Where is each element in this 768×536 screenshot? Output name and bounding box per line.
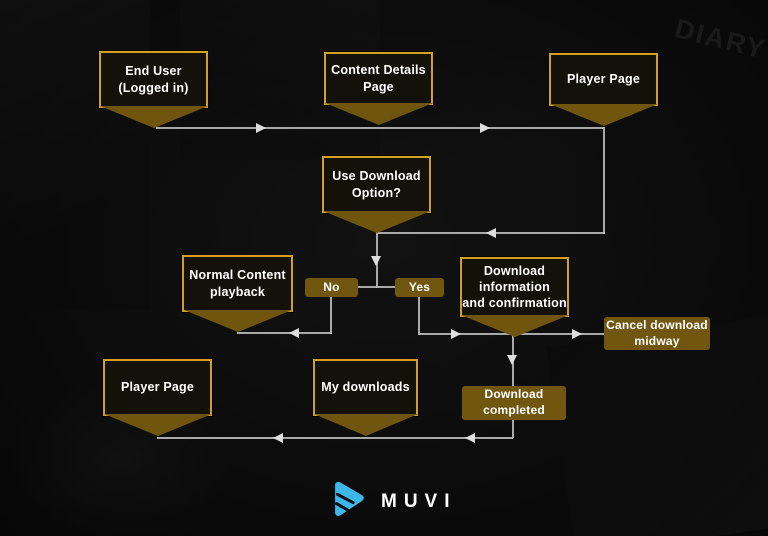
node-label: My downloads xyxy=(321,380,410,395)
node-label: Cancel download midway xyxy=(606,317,708,348)
node-player-page-bottom: Player Page xyxy=(103,359,212,436)
node-my-downloads: My downloads xyxy=(313,359,418,436)
arrow-right-icon xyxy=(480,123,490,133)
node-normal-content-playback: Normal Content playback xyxy=(182,255,293,332)
flow-connector xyxy=(603,127,605,234)
flow-connector xyxy=(418,295,420,335)
flow-connector xyxy=(156,127,604,129)
node-label: Download completed xyxy=(483,387,545,417)
flow-connector xyxy=(357,286,395,288)
muvi-logo: MUVI xyxy=(330,478,457,518)
node-label: Player Page xyxy=(120,380,195,395)
node-pointer xyxy=(183,310,292,332)
node-pointer xyxy=(313,414,418,436)
node-end-user: End User (Logged in) xyxy=(99,51,208,128)
node-pointer xyxy=(322,211,431,233)
node-download-information: Download information and confirmation xyxy=(460,257,569,337)
node-label: Player Page xyxy=(566,72,641,87)
node-label: End User (Logged in) xyxy=(118,64,189,95)
node-label: Download information and confirmation xyxy=(462,263,567,311)
node-pointer xyxy=(99,106,208,128)
arrow-right-icon xyxy=(572,329,582,339)
node-label: Yes xyxy=(408,279,431,294)
node-use-download-option: Use Download Option? xyxy=(322,156,431,233)
arrow-right-icon xyxy=(256,123,266,133)
arrow-left-icon xyxy=(486,228,496,238)
node-download-completed: Download completed xyxy=(462,386,566,420)
arrow-left-icon xyxy=(273,433,283,443)
arrow-down-icon xyxy=(507,355,517,365)
node-no: No xyxy=(305,278,358,297)
node-yes: Yes xyxy=(395,278,444,297)
arrow-left-icon xyxy=(289,328,299,338)
node-pointer xyxy=(324,103,433,125)
background-poster-blob xyxy=(0,0,150,310)
node-label: Use Download Option? xyxy=(332,169,421,200)
node-label: No xyxy=(323,279,340,294)
node-player-page-top: Player Page xyxy=(549,53,658,126)
muvi-logo-icon xyxy=(330,478,367,518)
node-cancel-download-midway: Cancel download midway xyxy=(604,317,710,350)
flow-connector xyxy=(237,332,332,334)
arrow-right-icon xyxy=(451,329,461,339)
flow-connector xyxy=(330,295,332,334)
node-content-details-page: Content Details Page xyxy=(324,52,433,125)
node-pointer xyxy=(549,104,658,126)
arrow-left-icon xyxy=(465,433,475,443)
background-poster-text: DIARY xyxy=(671,13,768,65)
node-label: Content Details Page xyxy=(331,63,426,94)
node-pointer xyxy=(460,315,569,337)
arrow-down-icon xyxy=(371,256,381,266)
brand-wordmark: MUVI xyxy=(381,491,457,512)
node-label: Normal Content playback xyxy=(189,268,286,299)
flow-connector xyxy=(157,437,513,439)
node-pointer xyxy=(103,414,212,436)
